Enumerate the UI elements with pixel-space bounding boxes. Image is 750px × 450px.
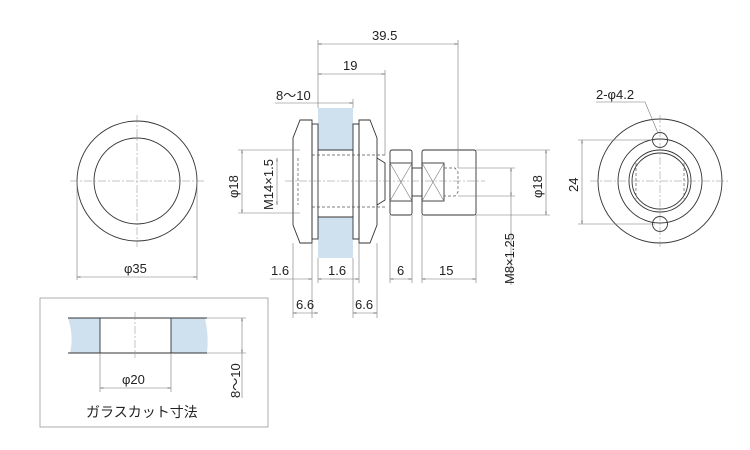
dim-nut-width: 6 xyxy=(397,263,404,278)
dim-thread-large: M14×1.5 xyxy=(261,159,276,210)
dim-overall-length: 39.5 xyxy=(372,28,397,43)
dim-cut-thickness: 8〜10 xyxy=(228,363,243,398)
dim-thread-small: M8×1.25 xyxy=(502,233,517,284)
dim-hole-pitch: 24 xyxy=(566,178,581,192)
dim-outer-diameter: φ35 xyxy=(124,261,147,276)
front-view: φ35 xyxy=(70,115,204,280)
glass-cut-detail: φ20 8〜10 ガラスカット寸法 xyxy=(39,297,269,428)
dim-hole-diameter: φ20 xyxy=(122,372,145,387)
dim-holes: 2-φ4.2 xyxy=(596,87,634,102)
rear-view: 24 2-φ4.2 xyxy=(566,87,730,247)
glass-lower xyxy=(318,217,353,258)
glass-upper xyxy=(318,108,353,150)
dim-flange-left: 6.6 xyxy=(296,297,314,312)
dim-glass-to-shoulder: 19 xyxy=(343,58,357,73)
dim-flange-gap-right: 1.6 xyxy=(328,263,346,278)
dim-left-diameter: φ18 xyxy=(226,175,241,198)
dim-glass-thickness: 8〜10 xyxy=(276,88,311,103)
dim-flange-right: 6.6 xyxy=(355,297,373,312)
dim-cap-length: 15 xyxy=(439,263,453,278)
glass-cut-caption: ガラスカット寸法 xyxy=(86,404,198,420)
dim-right-diameter: φ18 xyxy=(530,175,545,198)
dim-flange-gap-left: 1.6 xyxy=(271,263,289,278)
side-view: 39.5 19 8〜10 φ18 M14×1.5 1.6 1.6 6 15 xyxy=(226,28,550,318)
cap-nut xyxy=(421,149,477,216)
